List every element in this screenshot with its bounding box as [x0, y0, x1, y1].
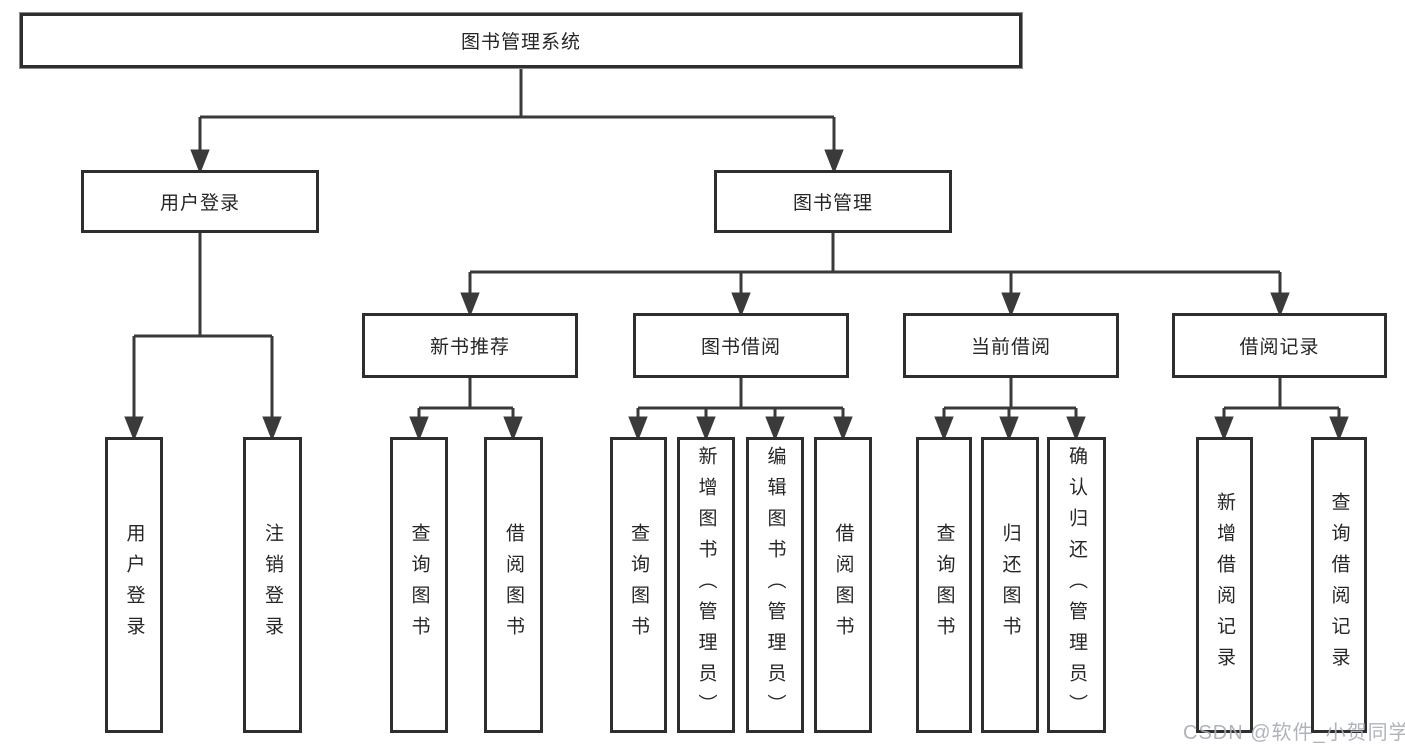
node-borrow-records-label: 借阅记录	[1239, 337, 1320, 358]
node-book-borrow: 图书借阅	[633, 313, 849, 378]
leaf-user-login-label: 用户登录	[123, 523, 145, 647]
leaf-query-books-borrow-label: 查询图书	[628, 523, 649, 647]
node-borrow-records: 借阅记录	[1172, 313, 1387, 378]
leaf-query-borrow-record: 查询借阅记录	[1311, 437, 1367, 733]
leaf-return-books-label: 归还图书	[999, 523, 1021, 647]
node-new-book-recommend-label: 新书推荐	[429, 337, 510, 358]
leaf-confirm-return-admin: 确认归还（管理员）	[1047, 437, 1106, 733]
connector-new-book-to-leaves	[409, 378, 523, 442]
leaf-query-books-borrow: 查询图书	[610, 437, 667, 733]
node-current-borrow-label: 当前借阅	[970, 337, 1051, 358]
leaf-edit-books-admin: 编辑图书（管理员）	[746, 437, 804, 733]
leaf-edit-books-admin-label: 编辑图书（管理员）	[764, 445, 786, 725]
leaf-query-books-current-label: 查询图书	[933, 523, 955, 647]
connector-book-mgmt-to-level3	[460, 233, 1290, 318]
leaf-borrow-books-recommend-label: 借阅图书	[503, 523, 524, 647]
leaf-logout-login: 注销登录	[243, 437, 302, 733]
leaf-query-books-current: 查询图书	[916, 437, 972, 733]
leaf-add-borrow-record: 新增借阅记录	[1196, 437, 1253, 733]
node-book-borrow-label: 图书借阅	[700, 337, 781, 358]
leaf-add-books-admin: 新增图书（管理员）	[677, 437, 735, 733]
leaf-confirm-return-admin-label: 确认归还（管理员）	[1066, 445, 1087, 725]
connector-book-borrow-to-leaves	[628, 378, 853, 442]
connector-user-login-to-leaves	[124, 233, 282, 442]
node-book-management-label: 图书管理	[792, 193, 873, 214]
leaf-add-borrow-record-label: 新增借阅记录	[1214, 492, 1235, 678]
leaf-borrow-books-recommend: 借阅图书	[484, 437, 543, 733]
node-user-login: 用户登录	[81, 170, 319, 233]
node-book-management: 图书管理	[714, 170, 952, 233]
leaf-query-books-recommend-label: 查询图书	[408, 523, 430, 647]
node-library-system-label: 图书管理系统	[460, 32, 581, 53]
leaf-add-books-admin-label: 新增图书（管理员）	[695, 445, 717, 725]
node-new-book-recommend: 新书推荐	[362, 313, 578, 378]
leaf-user-login: 用户登录	[105, 437, 163, 733]
leaf-query-books-recommend: 查询图书	[390, 437, 448, 733]
csdn-watermark: CSDN @软件_小贺同学	[1183, 722, 1405, 744]
node-library-system: 图书管理系统	[20, 13, 1022, 68]
leaf-query-borrow-record-label: 查询借阅记录	[1328, 492, 1350, 678]
connector-borrow-records-to-leaves	[1214, 378, 1349, 442]
leaf-borrow-books-label: 借阅图书	[832, 523, 854, 647]
node-current-borrow: 当前借阅	[903, 313, 1119, 378]
leaf-borrow-books: 借阅图书	[814, 437, 872, 733]
node-user-login-label: 用户登录	[159, 193, 240, 214]
leaf-return-books: 归还图书	[981, 437, 1039, 733]
connector-current-borrow-to-leaves	[934, 378, 1086, 442]
connector-root-to-level2	[190, 68, 844, 175]
leaf-logout-login-label: 注销登录	[262, 523, 283, 647]
